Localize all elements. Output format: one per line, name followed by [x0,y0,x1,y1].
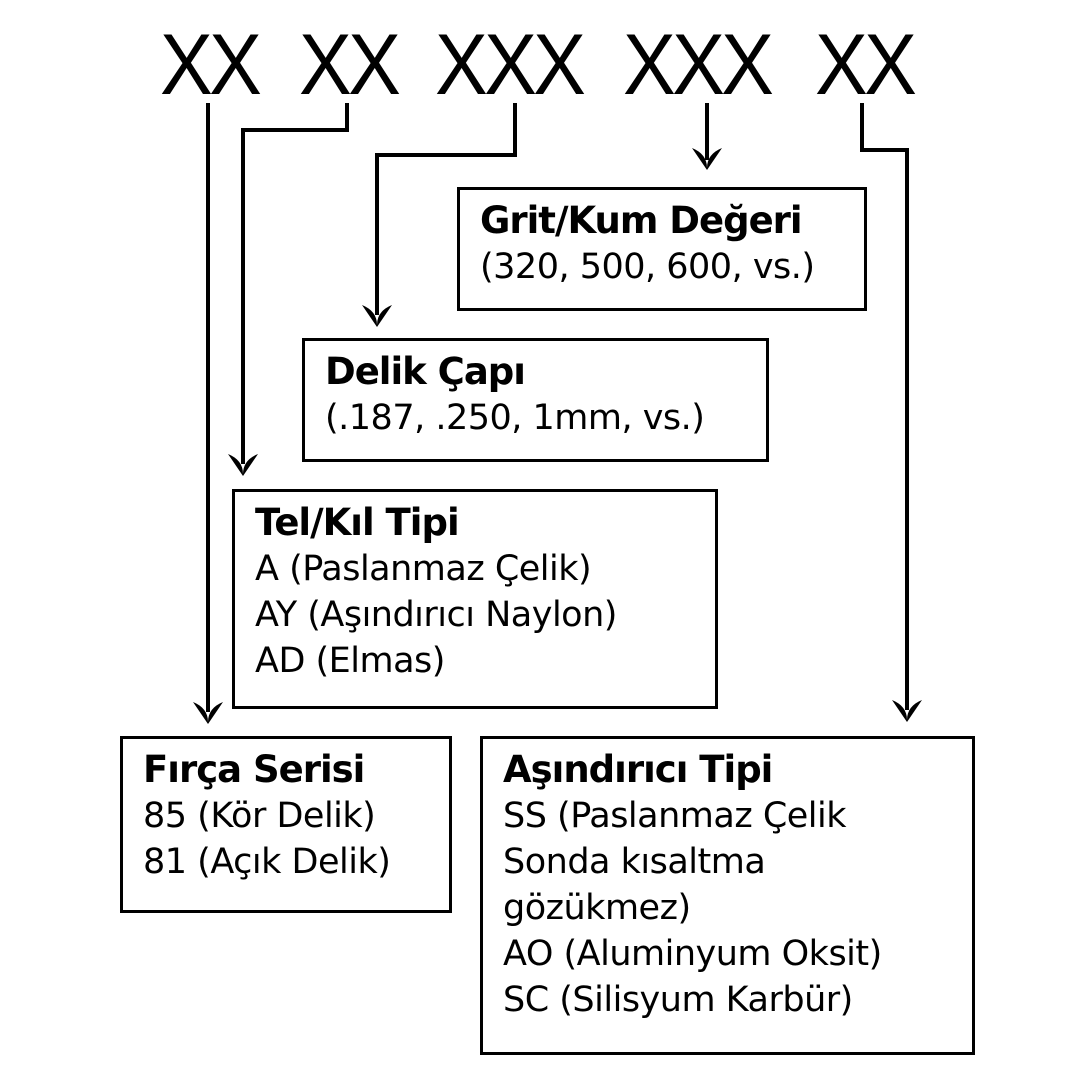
connector-abrasive [860,103,909,710]
code-segment-series: XX [160,17,262,113]
arrow-down-icon [362,305,392,327]
abrasive-type-line: gözükmez) [503,888,691,928]
arrow-down-icon [692,148,722,170]
grit-title: Grit/Kum Değeri [480,199,803,242]
wire-type-box: Tel/Kıl Tipi A (Paslanmaz Çelik) AY (Aşı… [232,489,718,709]
hole-diameter-box: Delik Çapı (.187, .250, 1mm, vs.) [302,338,769,462]
wire-type-line: A (Paslanmaz Çelik) [255,549,592,589]
code-segment-abrasive: XX [815,17,917,113]
code-segment-grit: XXX [623,17,774,113]
connector-hole [375,103,517,315]
hole-diameter-title: Delik Çapı [325,350,526,393]
brush-series-line: 81 (Açık Delik) [143,842,391,882]
abrasive-type-line: SS (Paslanmaz Çelik [503,796,847,836]
abrasive-type-box: Aşındırıcı Tipi SS (Paslanmaz Çelik Sond… [480,736,975,1055]
grit-line: (320, 500, 600, vs.) [480,247,815,287]
grit-box: Grit/Kum Değeri (320, 500, 600, vs.) [457,187,867,311]
wire-type-line: AY (Aşındırıcı Naylon) [255,595,617,635]
abrasive-type-line: Sonda kısaltma [503,842,766,882]
brush-series-box: Fırça Serisi 85 (Kör Delik) 81 (Açık Del… [120,736,452,913]
hole-diameter-line: (.187, .250, 1mm, vs.) [325,398,705,438]
connector-wire [241,103,349,464]
abrasive-type-line: AO (Aluminyum Oksit) [503,934,882,974]
code-segment-wire: XX [299,17,401,113]
arrow-down-icon [892,700,922,722]
abrasive-type-line: SC (Silisyum Karbür) [503,980,853,1020]
arrow-down-icon [228,454,258,476]
wire-type-line: AD (Elmas) [255,641,445,681]
wire-type-title: Tel/Kıl Tipi [255,501,460,544]
arrow-down-icon [193,702,223,724]
brush-series-title: Fırça Serisi [143,748,365,791]
code-segment-hole: XXX [435,17,586,113]
brush-series-line: 85 (Kör Delik) [143,796,376,836]
abrasive-type-title: Aşındırıcı Tipi [503,748,773,791]
